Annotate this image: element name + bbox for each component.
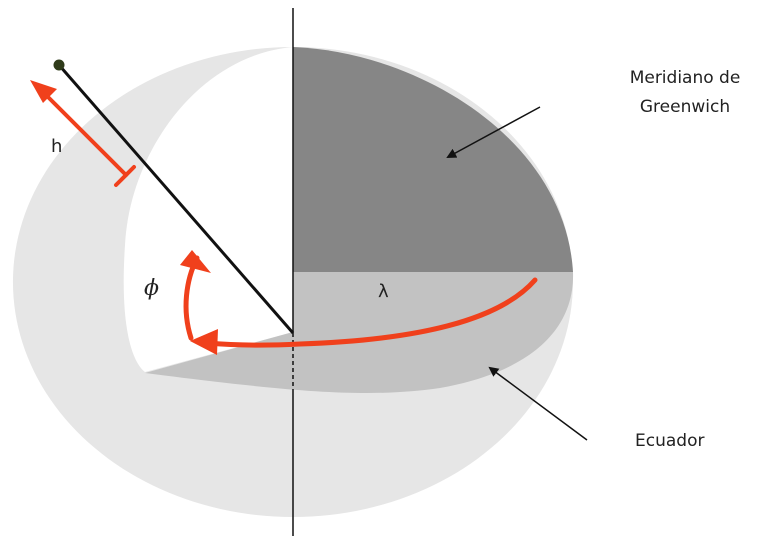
height-arrow bbox=[30, 80, 136, 187]
height-label: h bbox=[51, 136, 62, 157]
meridian-pointer-arrow bbox=[446, 106, 541, 158]
meridian-plane bbox=[293, 47, 573, 272]
equator-plane bbox=[145, 272, 574, 393]
normal-line bbox=[57, 64, 295, 334]
meridian-label-line2: Greenwich bbox=[640, 97, 730, 117]
longitude-arc bbox=[190, 277, 538, 355]
latitude-arc bbox=[180, 250, 211, 341]
equator-label: Ecuador bbox=[635, 431, 704, 451]
point-icon bbox=[53, 59, 65, 71]
equator-pointer-arrow bbox=[488, 366, 588, 441]
latitude-label: ϕ bbox=[144, 276, 159, 301]
meridian-label-line1: Meridiano de bbox=[630, 68, 741, 88]
longitude-label: λ bbox=[378, 281, 389, 302]
